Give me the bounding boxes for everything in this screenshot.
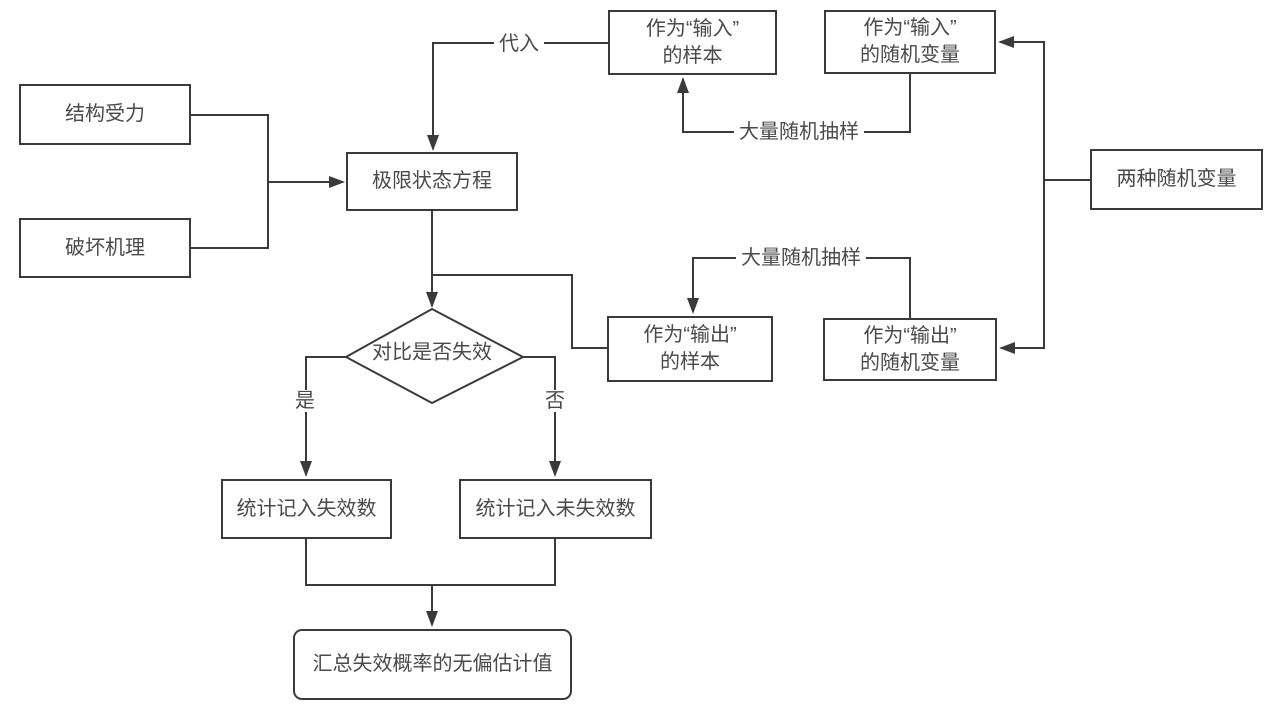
node-count-non-failures: 统计记入未失效数 (459, 479, 652, 539)
edge-label-substitute: 代入 (494, 33, 544, 55)
edge-label-sampling-top: 大量随机抽样 (734, 121, 864, 143)
node-limit-state-equation-label: 极限状态方程 (372, 170, 492, 192)
node-input-random-variable-label: 作为“输入” 的随机变量 (860, 17, 960, 66)
node-output-random-variable-label: 作为“输出” 的随机变量 (860, 324, 960, 374)
node-input-random-variable: 作为“输入” 的随机变量 (824, 10, 996, 74)
edge-label-no: 否 (540, 390, 570, 412)
edge-label-sampling-bottom: 大量随机抽样 (736, 247, 866, 269)
node-count-failures: 统计记入失效数 (221, 479, 392, 539)
node-two-random-variables: 两种随机变量 (1090, 149, 1263, 210)
node-structural-force-label: 结构受力 (65, 103, 145, 125)
node-count-failures-label: 统计记入失效数 (236, 497, 377, 520)
node-output-sample: 作为“输出” 的样本 (607, 316, 773, 382)
node-failure-mechanism: 破坏机理 (19, 218, 191, 278)
node-output-sample-label: 作为“输出” 的样本 (643, 324, 737, 373)
node-input-sample: 作为“输入” 的样本 (608, 10, 777, 75)
node-final-estimate-label: 汇总失效概率的无偏估计值 (312, 653, 553, 675)
node-structural-force: 结构受力 (19, 84, 191, 145)
node-output-random-variable: 作为“输出” 的随机变量 (823, 318, 997, 381)
node-limit-state-equation: 极限状态方程 (346, 152, 518, 211)
decision-diamond-shape (343, 307, 526, 405)
node-input-sample-label: 作为“输入” 的样本 (645, 17, 740, 67)
node-two-random-variables-label: 两种随机变量 (1116, 168, 1237, 190)
node-count-non-failures-label: 统计记入未失效数 (475, 497, 636, 520)
edge-label-yes: 是 (290, 390, 320, 412)
node-failure-mechanism-label: 破坏机理 (65, 236, 145, 259)
node-final-estimate: 汇总失效概率的无偏估计值 (293, 629, 572, 700)
decision-diamond-label: 对比是否失效 (372, 341, 492, 364)
